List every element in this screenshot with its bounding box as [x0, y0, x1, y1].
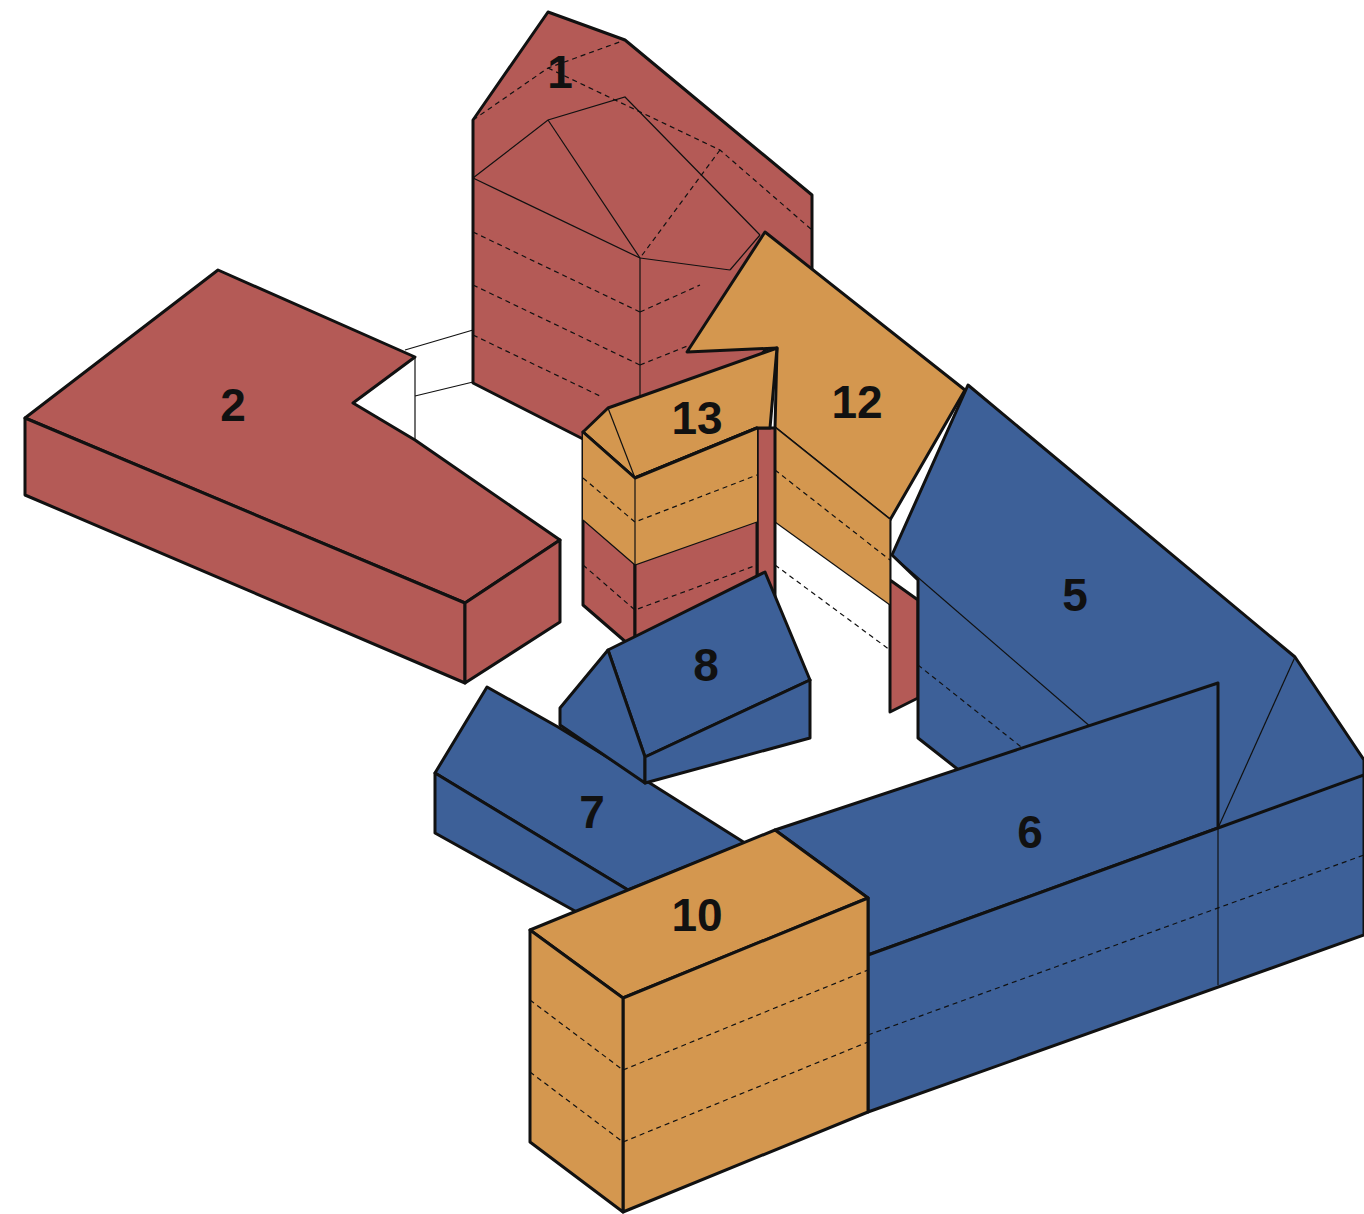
callout-number: 1: [547, 49, 573, 95]
building-10: [530, 830, 868, 1212]
callout-number: 13: [671, 395, 722, 441]
callout-number: 8: [693, 642, 719, 688]
callout-number: 10: [671, 892, 722, 938]
building-8: [560, 572, 810, 783]
callout-number: 2: [220, 382, 246, 428]
callout-number: 6: [1017, 809, 1043, 855]
callout-number: 12: [831, 379, 882, 425]
callout-number: 5: [1062, 572, 1088, 618]
callout-number: 7: [579, 789, 605, 835]
